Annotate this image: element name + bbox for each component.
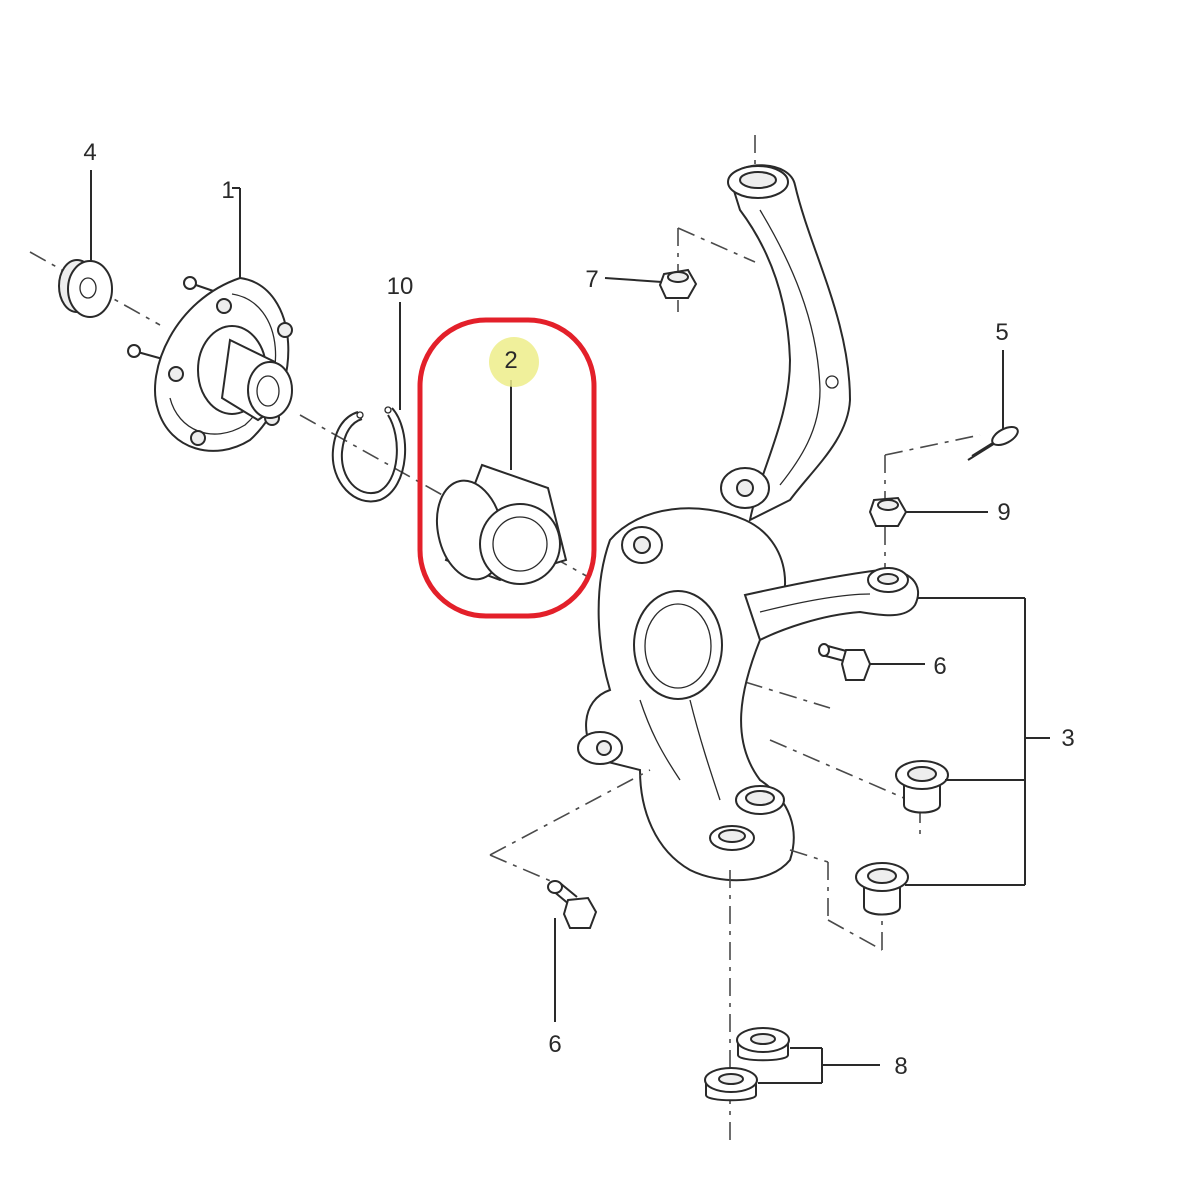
callout-2-highlight-marker — [489, 337, 539, 387]
callout-labels: 4 1 10 2 7 5 9 6 3 6 8 — [83, 139, 1074, 1080]
part-8-washer-lower[interactable] — [704, 1067, 758, 1102]
callout-9: 9 — [997, 499, 1010, 526]
part-8-washer-upper[interactable] — [736, 1027, 790, 1062]
part-4-dust-cap[interactable] — [58, 259, 113, 318]
callout-3: 3 — [1061, 725, 1074, 752]
part-3-bushing-lower[interactable] — [855, 862, 909, 916]
callout-8: 8 — [894, 1053, 907, 1080]
focus-frame — [417, 317, 597, 619]
callout-6-upper: 6 — [933, 653, 946, 680]
part-6-bolt-upper[interactable] — [818, 643, 872, 681]
part-5-cotter-pin[interactable] — [967, 423, 1021, 461]
callout-7: 7 — [585, 266, 598, 293]
callout-4: 4 — [83, 139, 96, 166]
callout-1: 1 — [221, 177, 234, 204]
part-9-nut[interactable] — [868, 434, 981, 575]
callout-5: 5 — [995, 319, 1008, 346]
callout-2[interactable]: 2 — [504, 347, 517, 374]
part-7-nut[interactable] — [658, 227, 756, 312]
part-1-wheel-hub[interactable] — [127, 276, 293, 452]
part-10-snap-ring[interactable] — [331, 406, 407, 503]
part-6-bolt-lower[interactable] — [547, 880, 598, 929]
part-3-bushing-upper[interactable] — [895, 760, 949, 814]
steering-knuckle[interactable] — [577, 164, 920, 882]
callout-10: 10 — [387, 273, 414, 300]
part-2-wheel-bearing[interactable] — [428, 463, 568, 586]
callout-6-lower: 6 — [548, 1031, 561, 1058]
leader-lines — [90, 170, 1050, 1084]
